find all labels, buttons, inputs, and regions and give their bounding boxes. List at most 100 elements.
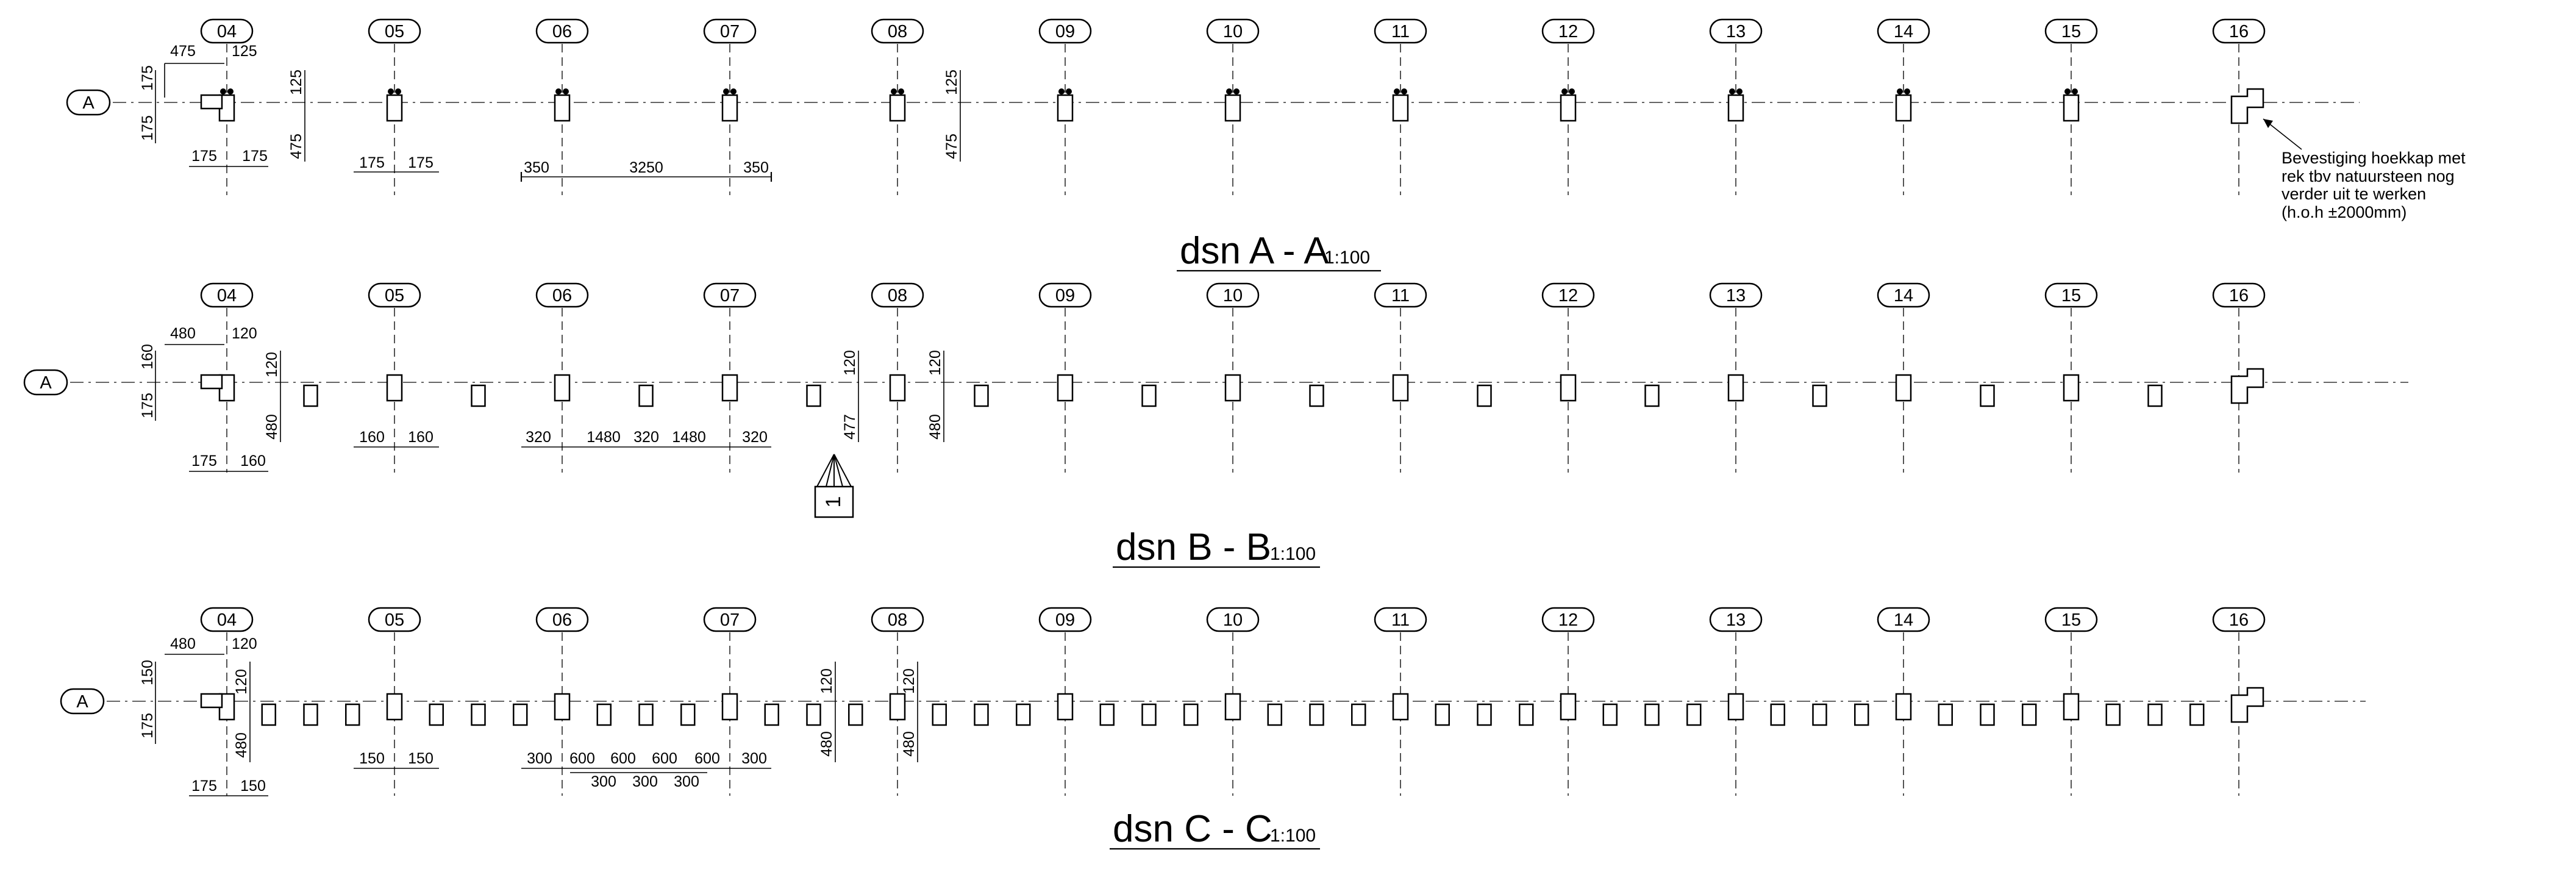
grid-label: 14 bbox=[1894, 286, 1913, 306]
pier bbox=[513, 703, 528, 726]
note-line: rek tbv natuursteen nog bbox=[2282, 167, 2455, 185]
grid-bubble bbox=[1877, 282, 1930, 308]
pier bbox=[806, 384, 821, 407]
dim-text: 350 bbox=[743, 159, 769, 176]
dim-text: 1480 bbox=[672, 429, 706, 446]
column-profile bbox=[889, 693, 906, 721]
grid-bubble bbox=[1206, 607, 1260, 632]
column-profile bbox=[2063, 374, 2080, 402]
grid-label: 16 bbox=[2229, 22, 2249, 41]
column-profile bbox=[1727, 374, 1744, 402]
pier bbox=[261, 703, 276, 726]
grid-label: 05 bbox=[385, 286, 404, 306]
grid-bubble bbox=[871, 18, 924, 44]
column-13: 13 bbox=[1709, 18, 1763, 195]
bolt bbox=[2072, 88, 2078, 95]
dim-text: 150 bbox=[359, 750, 385, 767]
dim-text: 160 bbox=[408, 429, 433, 446]
pier bbox=[2147, 384, 2163, 407]
dim-text: 350 bbox=[524, 159, 549, 176]
dim-text: 160 bbox=[240, 452, 266, 470]
column-11: 11 bbox=[1374, 607, 1427, 796]
grid-bubble bbox=[1374, 282, 1427, 308]
dim-text: 480 bbox=[170, 325, 196, 342]
axis-label: A bbox=[82, 93, 95, 113]
column-profile bbox=[1392, 693, 1409, 721]
grid-bubble bbox=[2044, 607, 2098, 632]
dim-text: 600 bbox=[694, 750, 720, 767]
note-line: Bevestiging hoekkap met bbox=[2282, 149, 2466, 167]
column-07: 07 bbox=[703, 18, 757, 195]
bolt bbox=[227, 88, 234, 95]
dim-text: 125 bbox=[288, 70, 305, 95]
pier bbox=[1980, 703, 1995, 726]
column-profile bbox=[1560, 693, 1577, 721]
dim-text: 175 bbox=[359, 154, 385, 171]
pier bbox=[1938, 703, 1953, 726]
corner-plate bbox=[200, 94, 223, 110]
bolt bbox=[1736, 88, 1743, 95]
grid-label: 10 bbox=[1223, 610, 1243, 630]
grid-label: 12 bbox=[1558, 610, 1578, 630]
dim-text: 175 bbox=[139, 115, 156, 141]
column-profile bbox=[1392, 374, 1409, 402]
column-profile bbox=[1560, 374, 1577, 402]
dim-text: 120 bbox=[901, 668, 918, 694]
column-09: 09 bbox=[1038, 18, 1092, 195]
bolt bbox=[1897, 88, 1903, 95]
dims-span-c: 300 600 600 600 600 300 300 300 300 bbox=[521, 750, 771, 790]
column-04: 04 bbox=[200, 607, 254, 796]
dim-text: 477 bbox=[841, 414, 858, 440]
dims-mid-c: 120 480 bbox=[818, 662, 836, 762]
grid-bubble bbox=[1709, 282, 1763, 308]
column-15: 15 bbox=[2044, 18, 2098, 195]
column-07: 07 bbox=[703, 607, 757, 796]
grid-label: 16 bbox=[2229, 610, 2249, 630]
grid-bubble bbox=[200, 607, 254, 632]
dim-text: 150 bbox=[408, 750, 433, 767]
grid-bubble bbox=[1038, 18, 1092, 44]
pier bbox=[806, 703, 821, 726]
corner-note: Bevestiging hoekkap met rek tbv natuurst… bbox=[2263, 118, 2466, 221]
dims-col05-c: 150 150 bbox=[354, 750, 439, 769]
section-title: dsn B - B bbox=[1116, 526, 1271, 568]
axis-label: A bbox=[40, 373, 52, 393]
dims-span-a: 350 3250 350 bbox=[520, 159, 772, 182]
grid-label: 10 bbox=[1223, 286, 1243, 306]
grid-bubble bbox=[2044, 282, 2098, 308]
column-14: 14 bbox=[1877, 607, 1930, 796]
bolt bbox=[1066, 88, 1072, 95]
grid-bubble bbox=[1206, 282, 1260, 308]
pier bbox=[1812, 703, 1827, 726]
dim-text: 175 bbox=[191, 777, 217, 795]
pier bbox=[932, 703, 947, 726]
dim-text: 120 bbox=[233, 669, 250, 695]
dim-text: 175 bbox=[242, 148, 268, 165]
dim-text: 600 bbox=[652, 750, 677, 767]
grid-label: 14 bbox=[1894, 22, 1913, 41]
grid-label: 15 bbox=[2061, 286, 2081, 306]
dim-text: 120 bbox=[841, 350, 858, 376]
grid-bubble bbox=[2212, 18, 2266, 44]
grid-label: 15 bbox=[2061, 610, 2081, 630]
pier bbox=[1016, 703, 1031, 726]
bolt bbox=[1233, 88, 1240, 95]
dim-text: 160 bbox=[139, 344, 156, 370]
pier bbox=[345, 703, 360, 726]
section-title: dsn C - C bbox=[1113, 808, 1272, 850]
column-14: 14 bbox=[1877, 282, 1930, 473]
dim-text: 150 bbox=[139, 660, 156, 685]
grid-label: 04 bbox=[217, 286, 237, 306]
column-profile bbox=[2063, 693, 2080, 721]
column-04: 04 bbox=[200, 18, 254, 195]
pier bbox=[764, 703, 779, 726]
dim-text: 3250 bbox=[629, 159, 663, 176]
column-profile bbox=[721, 374, 738, 402]
pier bbox=[1183, 703, 1199, 726]
column-12: 12 bbox=[1541, 607, 1595, 796]
grid-label: 11 bbox=[1391, 22, 1410, 41]
grid-label: 09 bbox=[1055, 22, 1075, 41]
grid-label: 16 bbox=[2229, 286, 2249, 306]
